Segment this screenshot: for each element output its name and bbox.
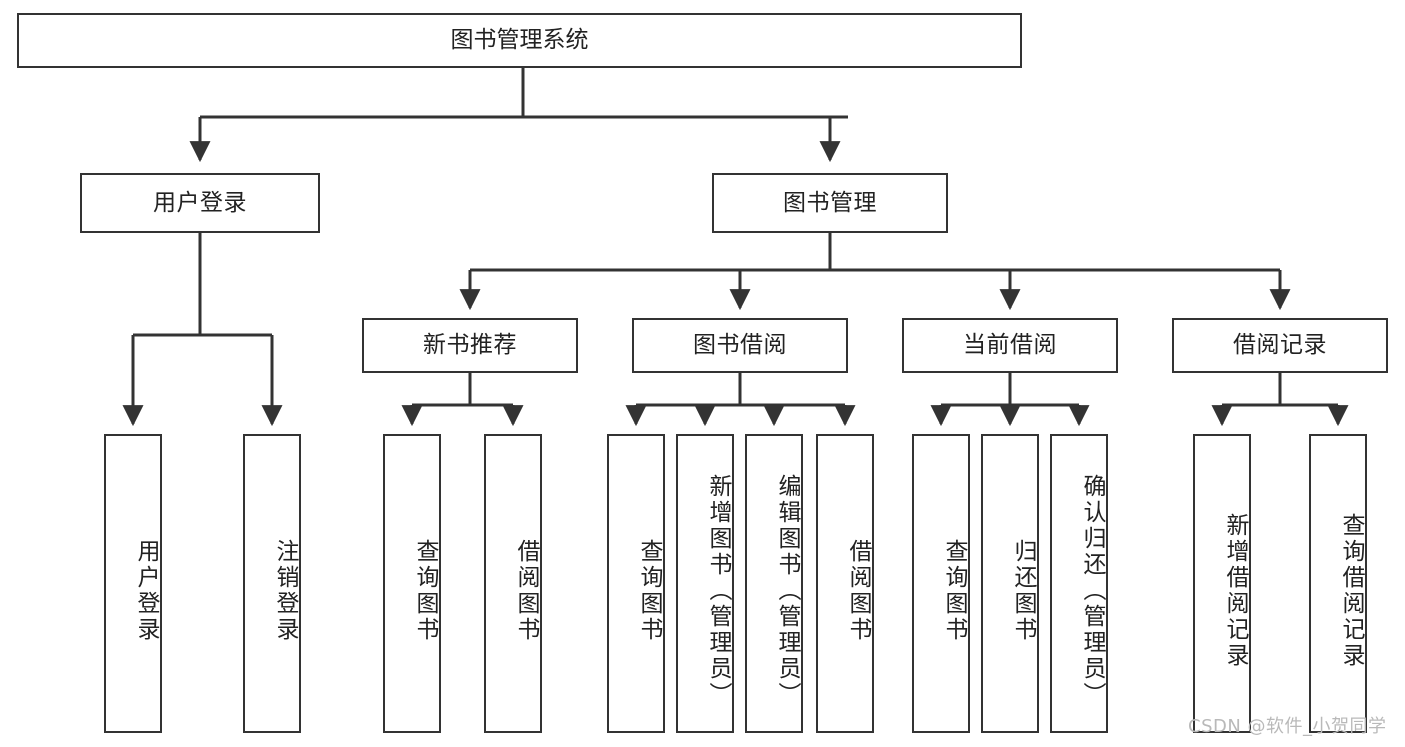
leaf-logout[interactable]: 注销登录 [243, 434, 301, 733]
leaf-query-borrow-record-label: 查询借阅记录 [1338, 512, 1364, 669]
node-user-login-label: 用户登录 [153, 189, 247, 216]
node-root-label: 图书管理系统 [450, 27, 589, 54]
node-current-borrow-label: 当前借阅 [963, 332, 1057, 359]
leaf-confirm-return-admin[interactable]: 确认归还（管理员） [1050, 434, 1108, 733]
leaf-borrow-book-recommend[interactable]: 借阅图书 [484, 434, 542, 733]
leaf-add-borrow-record-label: 新增借阅记录 [1222, 512, 1248, 669]
leaf-edit-book-admin[interactable]: 编辑图书（管理员） [745, 434, 803, 733]
node-book-management-label: 图书管理 [783, 189, 877, 216]
node-borrow-record-label: 借阅记录 [1233, 332, 1327, 359]
leaf-query-book-recommend-label: 查询图书 [412, 538, 438, 643]
leaf-query-borrow-record[interactable]: 查询借阅记录 [1309, 434, 1367, 733]
leaf-add-book-admin[interactable]: 新增图书（管理员） [676, 434, 734, 733]
leaf-query-book-current[interactable]: 查询图书 [912, 434, 970, 733]
leaf-return-book[interactable]: 归还图书 [981, 434, 1039, 733]
node-book-management[interactable]: 图书管理 [712, 173, 948, 233]
node-current-borrow[interactable]: 当前借阅 [902, 318, 1118, 373]
node-user-login[interactable]: 用户登录 [80, 173, 320, 233]
node-book-borrow-label: 图书借阅 [693, 332, 787, 359]
leaf-user-login-label: 用户登录 [133, 538, 159, 643]
leaf-borrow-book-recommend-label: 借阅图书 [513, 538, 539, 643]
leaf-borrow-book-label: 借阅图书 [845, 538, 871, 643]
leaf-query-book-borrow-label: 查询图书 [636, 538, 662, 643]
watermark: CSDN @软件_小贺同学 [1188, 716, 1387, 737]
leaf-add-book-admin-label: 新增图书（管理员） [705, 473, 731, 708]
node-new-book-recommend[interactable]: 新书推荐 [362, 318, 578, 373]
leaf-logout-label: 注销登录 [272, 538, 298, 643]
leaf-borrow-book[interactable]: 借阅图书 [816, 434, 874, 733]
leaf-return-book-label: 归还图书 [1010, 538, 1036, 643]
leaf-add-borrow-record[interactable]: 新增借阅记录 [1193, 434, 1251, 733]
leaf-query-book-recommend[interactable]: 查询图书 [383, 434, 441, 733]
node-book-borrow[interactable]: 图书借阅 [632, 318, 848, 373]
leaf-query-book-current-label: 查询图书 [941, 538, 967, 643]
leaf-confirm-return-admin-label: 确认归还（管理员） [1079, 473, 1105, 708]
node-borrow-record[interactable]: 借阅记录 [1172, 318, 1388, 373]
node-new-book-recommend-label: 新书推荐 [423, 332, 517, 359]
node-root[interactable]: 图书管理系统 [17, 13, 1022, 68]
leaf-user-login[interactable]: 用户登录 [104, 434, 162, 733]
leaf-edit-book-admin-label: 编辑图书（管理员） [774, 473, 800, 708]
leaf-query-book-borrow[interactable]: 查询图书 [607, 434, 665, 733]
